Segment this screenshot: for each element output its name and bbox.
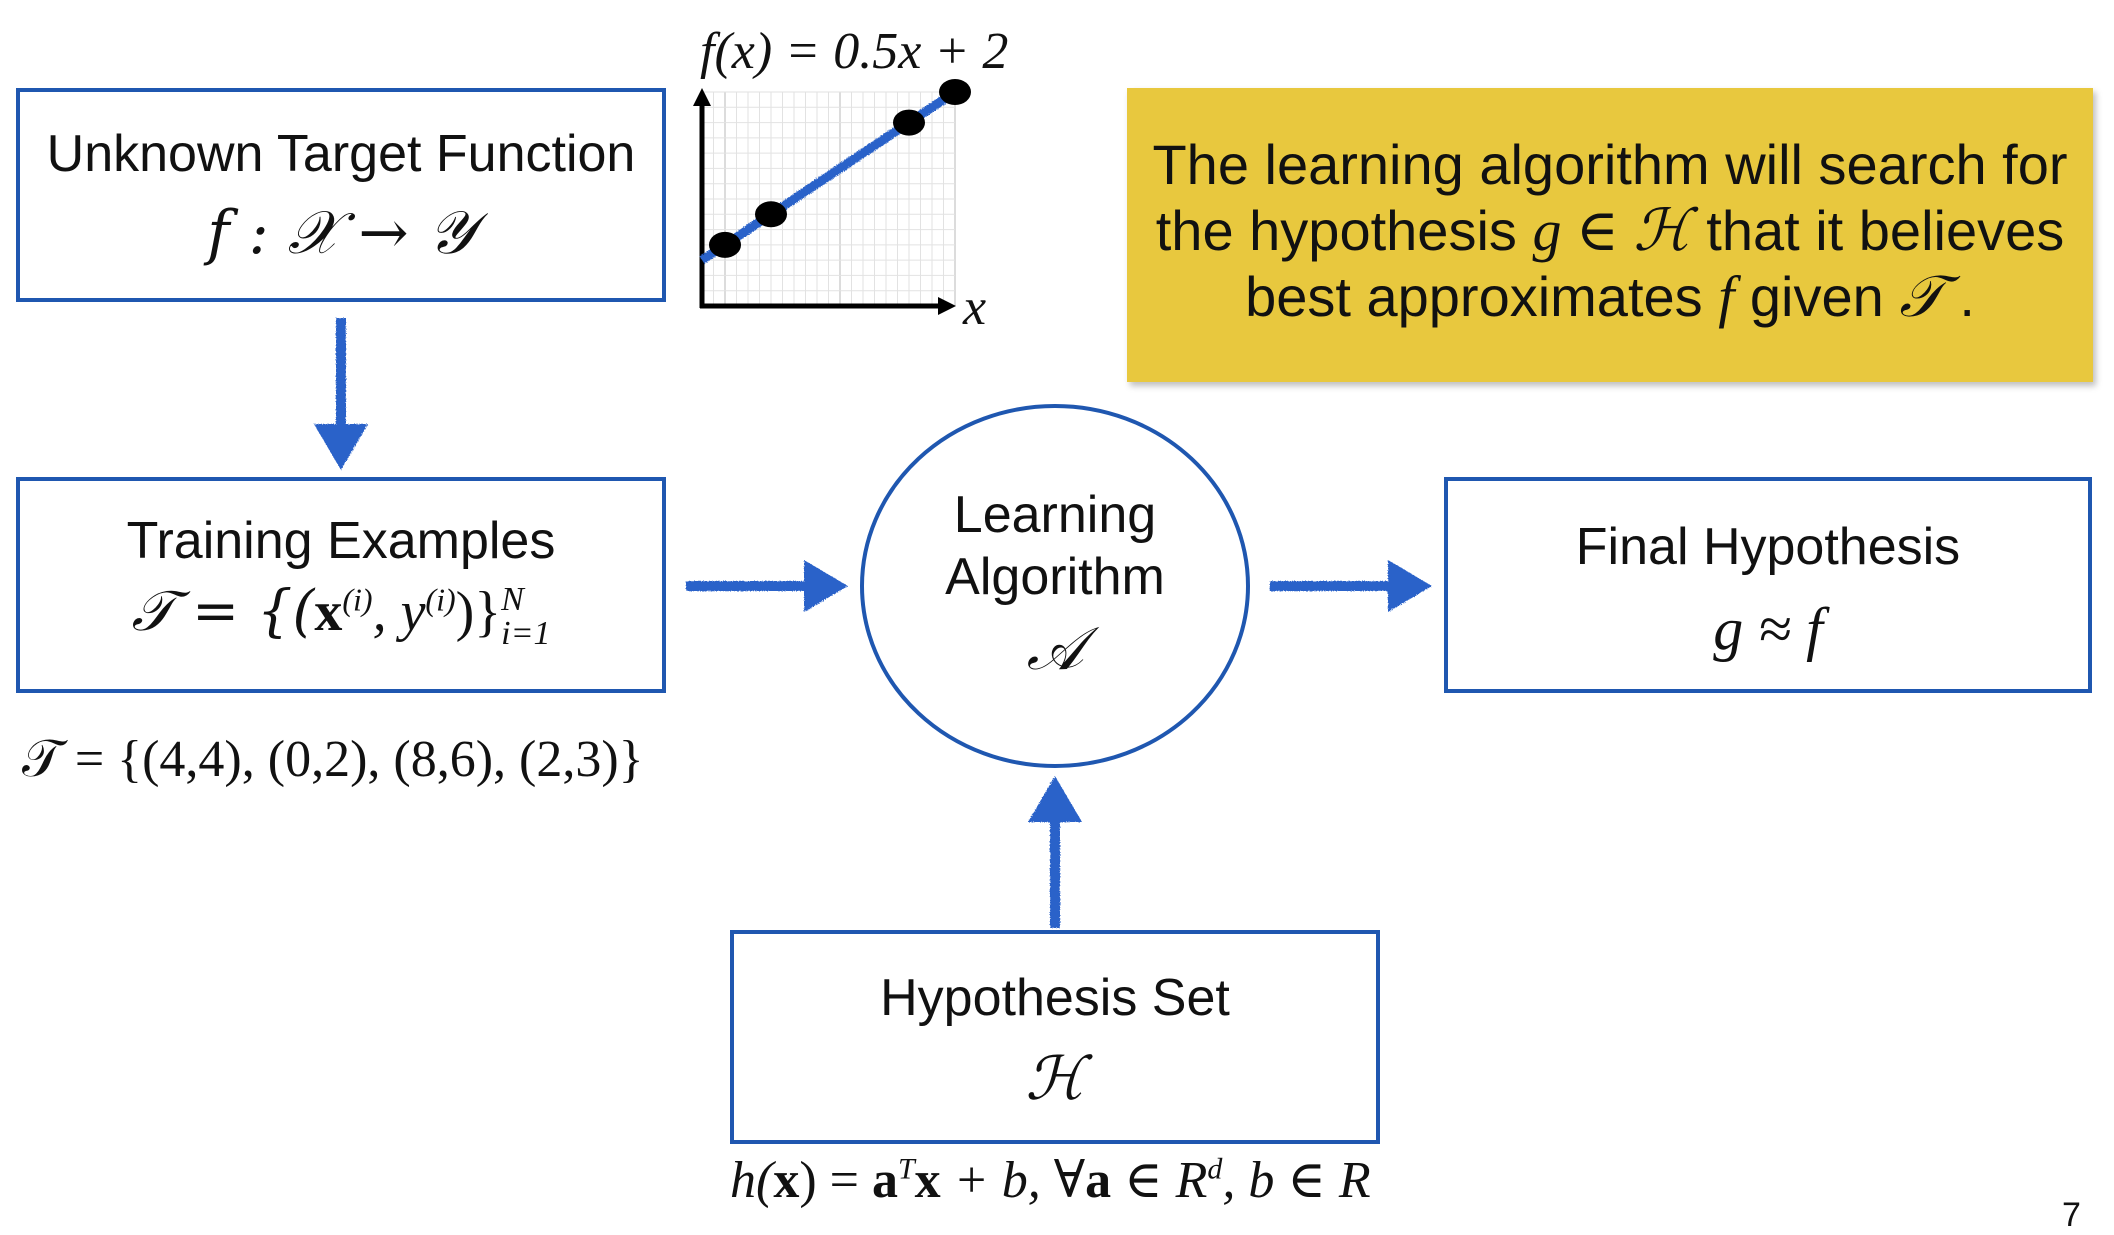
callout-line-2-post: that it believes xyxy=(1690,199,2065,262)
hyp-sup-d: d xyxy=(1207,1152,1223,1186)
callout-line-2: the hypothesis g ∈ ℋ that it believes xyxy=(1137,198,2083,264)
callout-math-t: 𝒯 xyxy=(1899,264,1944,329)
learning-algorithm-symbol: 𝒜 xyxy=(1026,614,1084,684)
hyp-x1: x xyxy=(773,1152,800,1209)
learning-algorithm-line-1: Learning xyxy=(953,486,1157,544)
hyp-sup-t: T xyxy=(897,1152,915,1186)
final-hypothesis-box: Final Hypothesis g ≈ f xyxy=(1444,477,2092,693)
hypothesis-set-label: Hypothesis Set xyxy=(880,969,1230,1027)
training-formula-sup-i: (i) xyxy=(342,581,373,618)
plot-x-axis-label: x xyxy=(963,279,987,336)
hyp-h: h( xyxy=(730,1152,774,1209)
callout-line-2-pre: the hypothesis xyxy=(1155,199,1533,262)
final-hypothesis-label: Final Hypothesis xyxy=(1575,518,1961,576)
target-function-plot xyxy=(693,79,971,315)
callout-math-g-in-h: g ∈ ℋ xyxy=(1532,198,1691,263)
plot-title-text: f(x) = 0.5x + 2 xyxy=(700,23,1009,80)
hyp-a2: a xyxy=(1085,1152,1112,1209)
plot-title: f(x) = 0.5x + 2 xyxy=(700,22,1008,81)
hypothesis-formula: h(x) = aTx + b, ∀a ∈ Rd, b ∈ R xyxy=(730,1150,1371,1210)
training-formula-y: , y xyxy=(372,581,426,643)
hypothesis-set-box: Hypothesis Set ℋ xyxy=(730,930,1380,1144)
target-function-label: Unknown Target Function xyxy=(46,125,636,183)
plot-x-axis-arrowhead xyxy=(938,297,956,315)
learning-algorithm-circle xyxy=(860,404,1250,768)
plot-point-3 xyxy=(893,109,925,136)
training-examples-label: Training Examples xyxy=(126,512,556,570)
callout-line-3: best approximates f given 𝒯 . xyxy=(1137,264,2083,330)
training-formula-sub: i=1 xyxy=(501,615,551,653)
callout-note: The learning algorithm will search for t… xyxy=(1127,88,2093,382)
plot-points xyxy=(709,79,971,258)
plot-point-4 xyxy=(939,79,971,105)
hyp-x2: x xyxy=(914,1152,941,1209)
learning-algorithm-line-2: Algorithm xyxy=(945,548,1165,606)
callout-line-3-mid: given xyxy=(1734,265,1900,328)
callout-line-1: The learning algorithm will search for xyxy=(1152,133,2068,196)
target-function-formula: f : 𝒳 → 𝒴 xyxy=(207,198,475,268)
plot-point-1 xyxy=(709,231,741,258)
hyp-rest1: + b, ∀ xyxy=(940,1152,1086,1209)
final-hypothesis-formula: g ≈ f xyxy=(1713,596,1823,662)
training-formula-x: x xyxy=(314,581,343,643)
learning-algorithm-text: Learning Algorithm 𝒜 xyxy=(862,484,1248,684)
arrow-training-to-algorithm xyxy=(686,560,848,612)
callout-line-3-pre: best approximates xyxy=(1245,265,1719,328)
plot-y-axis-arrowhead xyxy=(693,88,711,106)
training-formula-sup-n: N xyxy=(501,581,524,619)
training-formula-close: )} xyxy=(455,581,502,643)
training-set-values: 𝒯 = {(4,4), (0,2), (8,6), (2,3)} xyxy=(22,731,644,788)
hyp-eq: ) = xyxy=(799,1152,872,1209)
arrow-algorithm-to-final xyxy=(1270,560,1432,612)
plot-point-2 xyxy=(755,201,787,228)
arrow-target-to-training xyxy=(314,318,368,470)
page-number: 7 xyxy=(2062,1196,2081,1234)
callout-line-3-post: . xyxy=(1943,265,1975,328)
training-formula-sup-i2: (i) xyxy=(425,581,456,618)
callout-math-f: f xyxy=(1718,264,1735,329)
hypothesis-set-symbol: ℋ xyxy=(1025,1044,1085,1114)
hyp-rest2: ∈ R xyxy=(1111,1152,1208,1209)
hyp-rest3: , b ∈ R xyxy=(1222,1152,1371,1209)
target-function-box: Unknown Target Function f : 𝒳 → 𝒴 xyxy=(16,88,666,302)
arrow-hypothesis-to-algorithm xyxy=(1028,776,1082,928)
training-formula-lhs: 𝒯 = {( xyxy=(131,579,315,644)
hyp-a1: a xyxy=(871,1152,898,1209)
